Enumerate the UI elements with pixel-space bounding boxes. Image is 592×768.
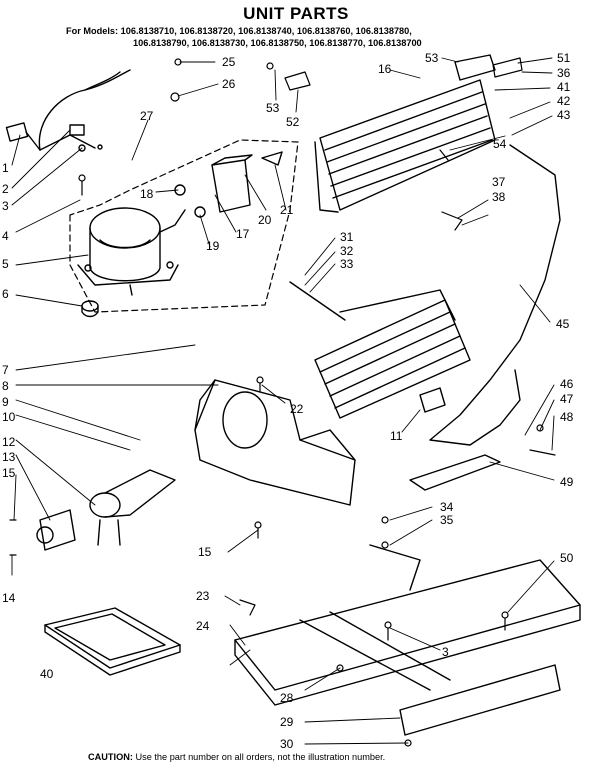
callout-5: 5 <box>2 257 9 271</box>
callout-31: 31 <box>340 230 354 244</box>
callout-41: 41 <box>557 80 571 94</box>
models-list-line-1: For Models: 106.8138710, 106.8138720, 10… <box>66 26 412 36</box>
callout-36: 36 <box>557 66 571 80</box>
callout-21: 21 <box>280 203 294 217</box>
callout-6: 6 <box>2 287 9 301</box>
condenser-coil <box>314 54 496 213</box>
hardware-screws <box>9 57 556 747</box>
callout-1: 1 <box>2 161 9 175</box>
callout-51: 51 <box>557 51 571 65</box>
callout-22: 22 <box>290 402 304 416</box>
callout-47: 47 <box>560 392 574 406</box>
callout-48: 48 <box>560 410 574 424</box>
callout-27: 27 <box>140 109 154 123</box>
drain-pan <box>44 607 181 676</box>
callout-33: 33 <box>340 257 354 271</box>
callout-9: 9 <box>2 395 9 409</box>
callout-29: 29 <box>280 715 294 729</box>
evaporator-coil <box>289 281 471 419</box>
fan-motor <box>36 469 176 551</box>
callout-8: 8 <box>2 379 9 393</box>
callout-23: 23 <box>196 589 210 603</box>
callout-43: 43 <box>557 108 571 122</box>
callout-50: 50 <box>560 551 574 565</box>
callout-45: 45 <box>556 317 570 331</box>
callout-7: 7 <box>2 363 9 377</box>
callout-17: 17 <box>236 227 250 241</box>
callout-13: 13 <box>2 450 16 464</box>
callout-18: 18 <box>140 187 154 201</box>
compressor <box>77 207 186 296</box>
fan-shroud <box>194 379 356 506</box>
caution-label: CAUTION: <box>88 752 133 762</box>
callout-19: 19 <box>206 239 220 253</box>
callout-3: 3 <box>2 199 9 213</box>
power-cord <box>5 69 131 152</box>
callout-20: 20 <box>258 213 272 227</box>
capillary-tube <box>429 144 561 446</box>
callout-26: 26 <box>222 77 236 91</box>
callout-14: 14 <box>2 591 16 605</box>
callout-2: 2 <box>2 182 9 196</box>
callout-30: 30 <box>280 737 294 751</box>
callout-24: 24 <box>196 619 210 633</box>
drain-trough <box>409 454 501 491</box>
callout-46: 46 <box>560 377 574 391</box>
caution-note: CAUTION: Use the part number on all orde… <box>88 752 385 762</box>
callout-12: 12 <box>2 435 16 449</box>
callout-16: 16 <box>378 62 392 76</box>
base-frame <box>234 544 581 736</box>
callout-53-left: 53 <box>266 101 280 115</box>
callout-37: 37 <box>492 175 506 189</box>
callout-35: 35 <box>440 513 454 527</box>
callout-11: 11 <box>390 429 403 443</box>
callout-42: 42 <box>557 94 571 108</box>
callout-15-lower: 15 <box>198 545 212 559</box>
callout-28: 28 <box>280 691 294 705</box>
callout-38: 38 <box>492 190 506 204</box>
callout-49: 49 <box>560 475 574 489</box>
callout-34: 34 <box>440 500 454 514</box>
compressor-assembly-outline <box>69 139 299 313</box>
callout-53-top: 53 <box>425 51 439 65</box>
leader-lines <box>11 57 555 745</box>
callout-25: 25 <box>222 55 236 69</box>
callout-10: 10 <box>2 410 16 424</box>
caution-text: Use the part number on all orders, not t… <box>132 752 386 762</box>
callout-40: 40 <box>40 667 54 681</box>
models-list-line-2: 106.8138790, 106.8138730, 106.8138750, 1… <box>133 38 422 48</box>
callout-3-lower: 3 <box>442 645 449 659</box>
callout-52: 52 <box>286 115 300 129</box>
callout-4: 4 <box>2 229 9 243</box>
callout-32: 32 <box>340 244 354 258</box>
callout-15: 15 <box>2 466 16 480</box>
diagram-title: UNIT PARTS <box>243 4 349 23</box>
callout-54: 54 <box>493 137 507 151</box>
